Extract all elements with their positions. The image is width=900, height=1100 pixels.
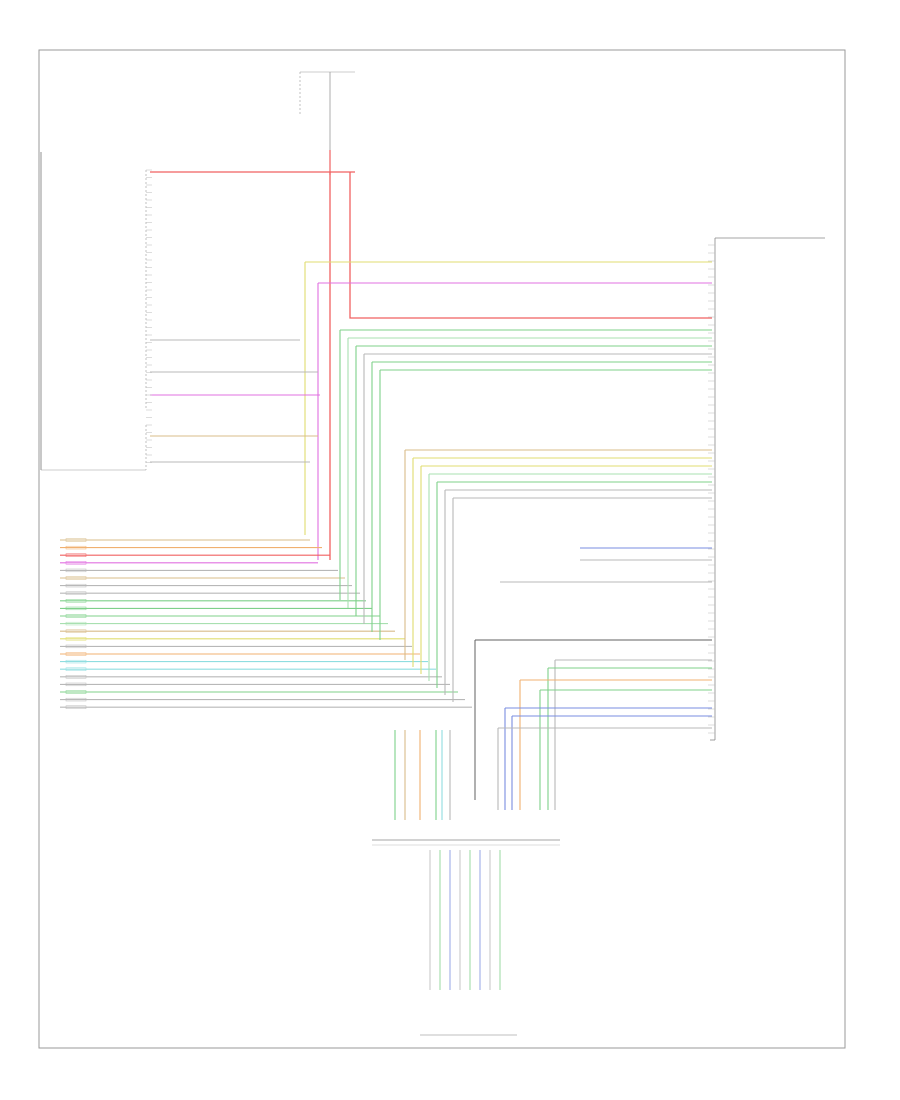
wire-right-lower: [547, 667, 712, 810]
wire-right-lower: [511, 715, 712, 810]
diagram-frame: [38, 49, 846, 1049]
wire-right-upper: [371, 361, 712, 632]
wire-label-box: [65, 606, 87, 611]
wire-right-middle: [412, 457, 712, 667]
wire-black: [474, 639, 712, 800]
wire-right-upper: [379, 369, 712, 640]
wire-label-box: [65, 675, 87, 679]
wire-label-box: [65, 599, 87, 603]
wire-label-box: [65, 621, 87, 626]
bottom-connector: [372, 839, 560, 1036]
wire-magenta: [317, 282, 712, 560]
wire-right-middle: [452, 497, 712, 702]
wire-label-box: [65, 614, 87, 618]
wire-label-box: [65, 561, 87, 565]
wire-right-lower: [504, 707, 712, 810]
left-module-connector: [40, 152, 147, 471]
wire-label-box: [65, 568, 87, 573]
wire-label-box: [65, 652, 87, 656]
wire-label-box: [65, 538, 87, 542]
wire-right-middle: [420, 465, 712, 674]
wire-right-upper: [355, 345, 712, 616]
wire-label-box: [65, 637, 87, 641]
wire-label-box: [65, 705, 87, 709]
wire-red-to-right: [349, 172, 712, 319]
wire-label-box: [65, 690, 87, 694]
wire-label-box: [65, 644, 87, 649]
wire-label-box: [65, 545, 87, 550]
wire-right-middle: [444, 489, 712, 695]
wire-right-upper: [363, 353, 712, 624]
right-module-connector: [710, 237, 825, 741]
pin-label-layer: [146, 169, 715, 734]
wire-right-middle: [428, 473, 712, 681]
wire-label-box: [65, 583, 87, 588]
wire-right-upper: [339, 329, 712, 600]
wire-right-lower: [519, 679, 712, 810]
wire-label-box: [65, 682, 87, 687]
wire-right-middle: [436, 481, 712, 688]
wire-label-box: [65, 553, 87, 557]
wire-label-box: [65, 591, 87, 595]
wire-yellow: [304, 261, 712, 535]
wire-right-middle: [404, 449, 712, 660]
wire-right-lower: [497, 727, 712, 810]
wire-label-box: [65, 576, 87, 580]
wire-right-lower: [539, 689, 712, 810]
fuse-feed: [299, 71, 355, 175]
wire-label-box: [65, 697, 87, 702]
wire-right-lower: [554, 659, 712, 810]
wire-label-box: [65, 629, 87, 633]
wire-label-box: [65, 667, 87, 671]
wire-label-box: [65, 659, 87, 664]
wire-right-upper: [347, 337, 712, 608]
wire-layer: [60, 171, 712, 990]
